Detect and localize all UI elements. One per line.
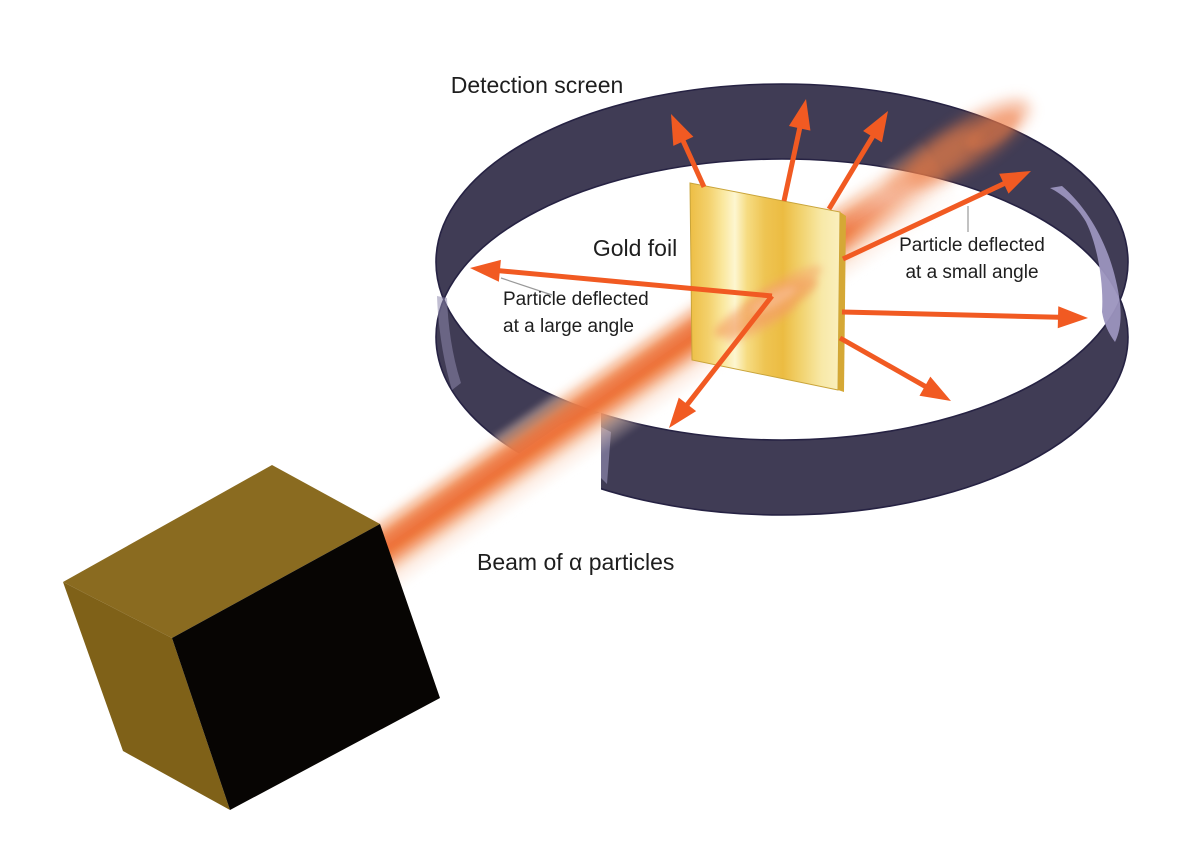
arrow-head-deflect-small-angle (999, 171, 1031, 194)
leader-lines-layer (500, 206, 969, 296)
arrow-head-scatter-down-left (669, 397, 697, 428)
gold-foil (689, 182, 846, 392)
scatter-arrows-layer (470, 99, 1088, 428)
arrow-head-scatter-right (1057, 306, 1088, 329)
arrow-head-deflect-large-angle (470, 259, 501, 282)
arrow-head-scatter-up-left (671, 114, 694, 146)
source-box-front-face (172, 524, 440, 810)
beam-label: Beam of α particles (477, 549, 675, 575)
arrow-line-scatter-up-mid (781, 121, 804, 202)
small-angle-label-line2: at a small angle (905, 261, 1039, 283)
arrow-line-scatter-up-left (678, 134, 707, 189)
large-angle-label: Particle deflected at a large angle (503, 287, 723, 341)
arrow-head-scatter-up-right (863, 111, 888, 143)
arrow-line-scatter-down-right (838, 335, 932, 392)
arrow-head-scatter-down-right (919, 376, 951, 401)
leader-large-angle (500, 277, 553, 296)
arrow-line-scatter-right (841, 309, 1065, 320)
arrow-line-deflect-large-angle (493, 267, 773, 299)
source-box-top-face (63, 465, 380, 638)
beam-hit-glow-tip (967, 111, 1019, 151)
large-angle-label-line2: at a large angle (503, 315, 634, 337)
small-angle-label-line1: Particle deflected (899, 235, 1045, 256)
alpha-source-box (63, 465, 440, 810)
ring-inner-wall-right (1050, 186, 1121, 342)
beam-hit-glow-mid (885, 127, 981, 195)
gold-foil-label: Gold foil (592, 235, 678, 261)
arrow-line-scatter-up-right (826, 130, 878, 211)
arrow-head-scatter-up-mid (788, 99, 811, 131)
small-angle-label: Particle deflected at a small angle (872, 233, 1072, 287)
detection-screen-label: Detection screen (450, 72, 624, 98)
beam-hit-glow (885, 99, 1030, 195)
source-box-side-face (63, 582, 230, 810)
arrow-line-deflect-small-angle (841, 178, 1011, 262)
arrow-line-scatter-down-left (681, 294, 774, 411)
ring-inner-wall-left (437, 296, 461, 390)
large-angle-label-line1: Particle deflected (503, 289, 649, 310)
